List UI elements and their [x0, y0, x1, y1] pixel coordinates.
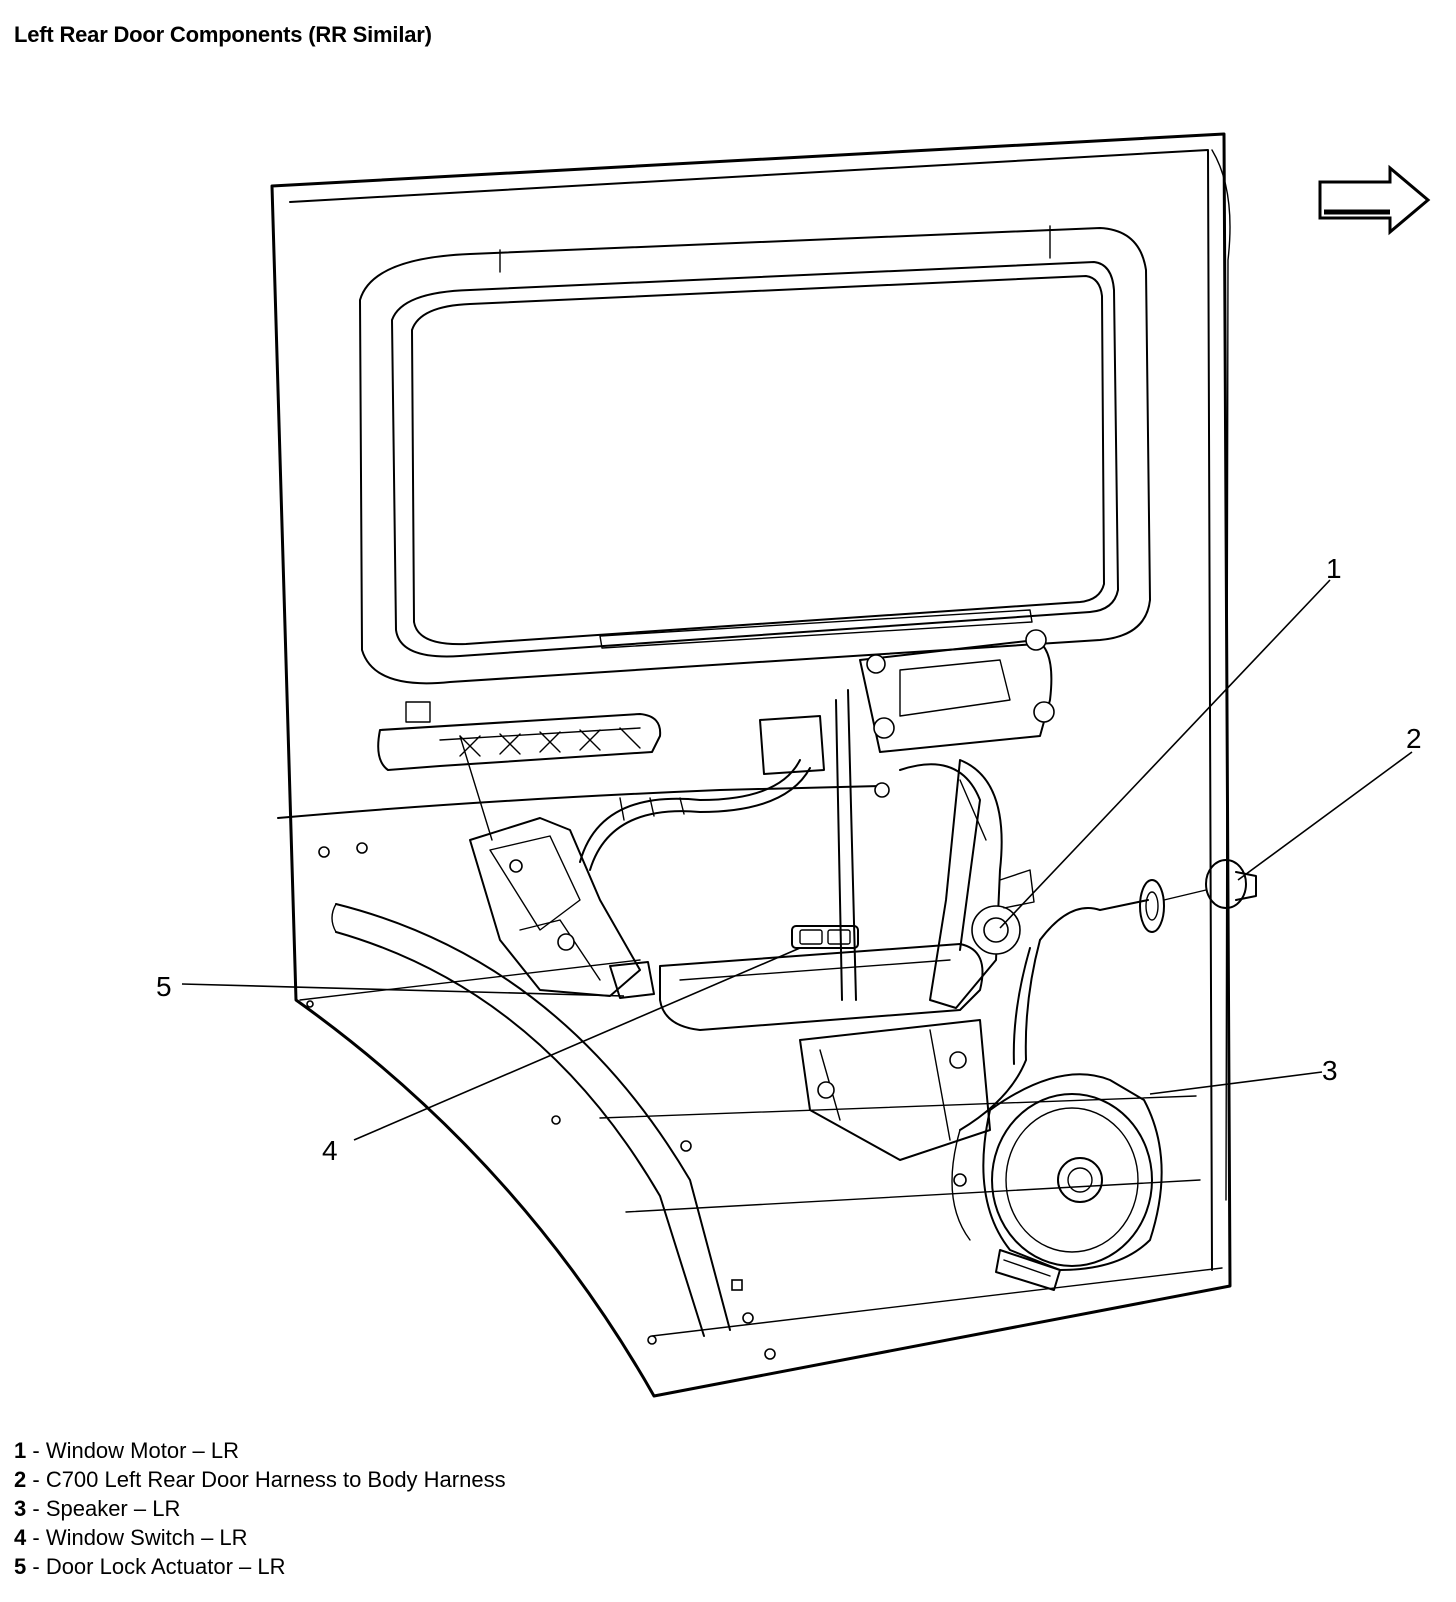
callout-4: 4 — [322, 1135, 338, 1166]
door-panel — [270, 132, 1232, 1398]
lock-rod-bracket — [377, 701, 662, 771]
legend-item: 5 - Door Lock Actuator – LR — [14, 1554, 286, 1579]
callout-3: 3 — [1322, 1055, 1338, 1086]
window-frame — [359, 225, 1151, 685]
legend-item: 1 - Window Motor – LR — [14, 1438, 239, 1463]
legend-item: 3 - Speaker – LR — [14, 1496, 181, 1521]
legend-item: 2 - C700 Left Rear Door Harness to Body … — [14, 1467, 506, 1492]
window-regulator — [799, 629, 1055, 1161]
forward-arrow-icon — [1318, 164, 1431, 236]
window-motor — [929, 759, 1035, 1009]
callout-5: 5 — [156, 971, 172, 1002]
leader-lines — [181, 579, 1413, 1141]
legend: 1 - Window Motor – LR 2 - C700 Left Rear… — [14, 1436, 506, 1581]
speaker — [982, 1073, 1163, 1291]
page-title: Left Rear Door Components (RR Similar) — [14, 22, 432, 47]
legend-item: 4 - Window Switch – LR — [14, 1525, 248, 1550]
wiring-harness — [579, 715, 1149, 1241]
door-lock-actuator — [459, 735, 655, 999]
mounting-holes — [306, 842, 776, 1360]
callouts: 1 2 3 4 5 — [156, 553, 1422, 1166]
door-diagram: 1 2 3 4 5 — [156, 132, 1431, 1398]
window-switch — [791, 925, 859, 949]
callout-1: 1 — [1326, 553, 1342, 584]
callout-2: 2 — [1406, 723, 1422, 754]
interior-handle — [659, 763, 984, 1031]
harness-connector — [1139, 859, 1257, 933]
